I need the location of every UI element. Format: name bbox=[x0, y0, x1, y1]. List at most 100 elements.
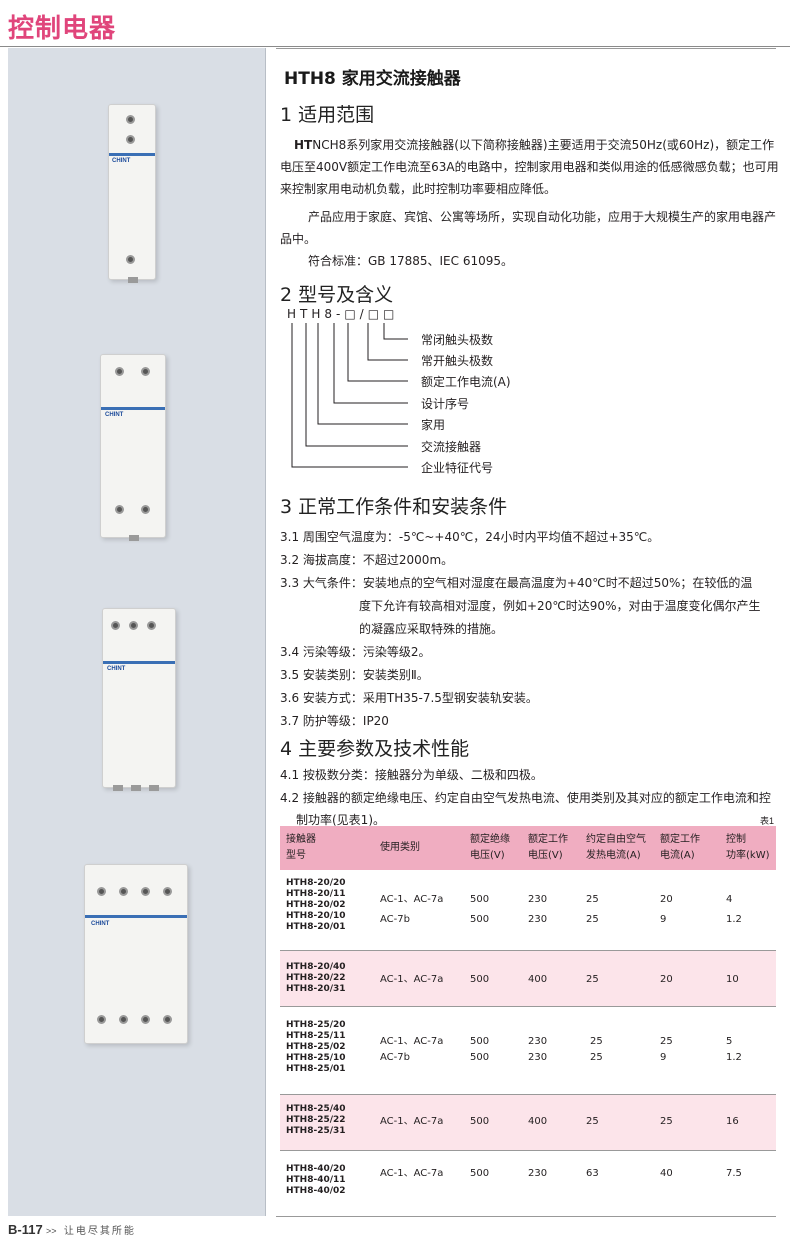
section-heading-2: 2 型号及含义 bbox=[280, 284, 394, 306]
section-1-paragraph-1: HTNCH8系列家用交流接触器(以下简称接触器)主要适用于交流50Hz(或60H… bbox=[280, 134, 780, 200]
table-cell: 500 bbox=[470, 914, 490, 925]
table-cell: 400 bbox=[528, 1116, 548, 1127]
table-model: HTH8-40/20 bbox=[286, 1164, 346, 1174]
table-cell: 500 bbox=[470, 1116, 490, 1127]
table-model: HTH8-25/22 bbox=[286, 1115, 346, 1125]
model-label-company-code: 企业特征代号 bbox=[421, 461, 494, 475]
product-brand-label: CHINT bbox=[105, 412, 124, 418]
table-cell: 16 bbox=[726, 1116, 739, 1127]
condition-3-3: 3.3 大气条件：安装地点的空气相对湿度在最高温度为+40℃时不超过50%；在较… bbox=[280, 576, 753, 590]
brand-prefix: HT bbox=[294, 138, 313, 152]
table-cell: AC-7b bbox=[380, 914, 410, 925]
model-label-nc-poles: 常闭触头极数 bbox=[421, 333, 494, 347]
section-1-paragraph-3: 符合标准：GB 17885、IEC 61095。 bbox=[308, 254, 514, 268]
table-model: HTH8-20/01 bbox=[286, 922, 346, 932]
table-model: HTH8-25/40 bbox=[286, 1104, 346, 1114]
content-top-divider bbox=[276, 48, 776, 49]
section-heading-4: 4 主要参数及技术性能 bbox=[280, 738, 470, 760]
footer-arrows: >> bbox=[46, 1226, 57, 1236]
table-cell: AC-1、AC-7a bbox=[380, 894, 444, 905]
spec-4-1: 4.1 按极数分类：接触器分为单级、二极和四极。 bbox=[280, 768, 543, 782]
table-cell: 500 bbox=[470, 1036, 490, 1047]
condition-3-6: 3.6 安装方式：采用TH35-7.5型钢安装轨安装。 bbox=[280, 691, 538, 705]
table-cell: 40 bbox=[660, 1168, 673, 1179]
table-cell: 25 bbox=[586, 894, 599, 905]
table-cell: 230 bbox=[528, 894, 548, 905]
model-code: HTH8-□/□□ bbox=[287, 307, 399, 321]
table-header-working-voltage: 额定工作 电压(V) bbox=[528, 834, 568, 861]
table-row-divider bbox=[280, 1094, 776, 1095]
model-label-ac-contactor: 交流接触器 bbox=[421, 440, 482, 454]
table-cell: AC-1、AC-7a bbox=[380, 1168, 444, 1179]
table-cell: 63 bbox=[586, 1168, 599, 1179]
doc-title: HTH8 家用交流接触器 bbox=[284, 69, 461, 89]
table-model: HTH8-25/11 bbox=[286, 1031, 346, 1041]
table-group-models: HTH8-25/40 HTH8-25/22 HTH8-25/31 bbox=[286, 1104, 346, 1137]
product-image-panel: CHINT CHINT CHINT CHINT bbox=[8, 48, 266, 1216]
table-cell: 7.5 bbox=[726, 1168, 742, 1179]
product-brand-label: CHINT bbox=[91, 921, 110, 927]
condition-3-7: 3.7 防护等级：IP20 bbox=[280, 714, 389, 728]
table-model: HTH8-25/31 bbox=[286, 1126, 346, 1136]
table-model: HTH8-25/01 bbox=[286, 1064, 346, 1074]
table-header-category: 使用类别 bbox=[380, 842, 420, 853]
table-model: HTH8-20/11 bbox=[286, 889, 346, 899]
table-cell: 500 bbox=[470, 894, 490, 905]
table-cell: 25 bbox=[590, 1036, 603, 1047]
table-model: HTH8-25/20 bbox=[286, 1020, 346, 1030]
product-brand-label: CHINT bbox=[107, 666, 126, 672]
table-cell: 25 bbox=[586, 974, 599, 985]
table-model: HTH8-20/02 bbox=[286, 900, 346, 910]
table-cell: 9 bbox=[660, 914, 667, 925]
product-image-1p: CHINT bbox=[108, 104, 156, 283]
table-group-models: HTH8-40/20 HTH8-40/11 HTH8-40/02 bbox=[286, 1164, 346, 1197]
condition-3-3-cont-1: 度下允许有较高相对湿度，例如+20℃时达90%，对由于温度变化偶尔产生 bbox=[359, 599, 761, 613]
table-cell: 230 bbox=[528, 1036, 548, 1047]
table-cell: 9 bbox=[660, 1052, 667, 1063]
table-cell: 20 bbox=[660, 974, 673, 985]
product-image-4p: CHINT bbox=[84, 864, 188, 1044]
section-heading-3: 3 正常工作条件和安装条件 bbox=[280, 496, 508, 518]
table-model: HTH8-20/10 bbox=[286, 911, 346, 921]
condition-3-5: 3.5 安装类别：安装类别Ⅱ。 bbox=[280, 668, 429, 682]
table-cell: 25 bbox=[590, 1052, 603, 1063]
table-cell: 500 bbox=[470, 1052, 490, 1063]
table-model: HTH8-25/02 bbox=[286, 1042, 346, 1052]
model-label-rated-current: 额定工作电流(A) bbox=[421, 375, 511, 389]
footer-divider bbox=[276, 1216, 776, 1217]
table-cell: 10 bbox=[726, 974, 739, 985]
table-model: HTH8-40/02 bbox=[286, 1186, 346, 1196]
table-cell: 25 bbox=[586, 1116, 599, 1127]
table-cell: AC-1、AC-7a bbox=[380, 974, 444, 985]
product-image-2p: CHINT bbox=[100, 354, 166, 541]
table-row-band bbox=[280, 1094, 776, 1150]
table-cell: 230 bbox=[528, 914, 548, 925]
header-divider bbox=[0, 46, 790, 47]
table-cell: 5 bbox=[726, 1036, 733, 1047]
table-model: HTH8-20/31 bbox=[286, 984, 346, 994]
table-cell: 1.2 bbox=[726, 914, 742, 925]
condition-3-4: 3.4 污染等级：污染等级2。 bbox=[280, 645, 431, 659]
page-number: B-117 bbox=[8, 1222, 43, 1237]
table-model: HTH8-40/11 bbox=[286, 1175, 346, 1185]
table-header-thermal-current: 约定自由空气 发热电流(A) bbox=[586, 834, 646, 861]
table-header-row bbox=[280, 826, 776, 870]
table-cell: 20 bbox=[660, 894, 673, 905]
table-model: HTH8-20/40 bbox=[286, 962, 346, 972]
table-row-divider bbox=[280, 1006, 776, 1007]
table-cell: 25 bbox=[660, 1036, 673, 1047]
table-model: HTH8-25/10 bbox=[286, 1053, 346, 1063]
section-heading-1: 1 适用范围 bbox=[280, 104, 375, 126]
table-cell: 230 bbox=[528, 1168, 548, 1179]
table-group-models: HTH8-25/20 HTH8-25/11 HTH8-25/02 HTH8-25… bbox=[286, 1020, 346, 1075]
table-row-divider bbox=[280, 950, 776, 951]
section-1-paragraph-2: 产品应用于家庭、宾馆、公寓等场所，实现自动化功能，应用于大规模生产的家用电器产品… bbox=[280, 210, 777, 246]
model-label-household: 家用 bbox=[421, 418, 446, 432]
product-brand-label: CHINT bbox=[112, 158, 131, 164]
spec-4-2-cont: 制功率(见表1)。 bbox=[296, 813, 385, 827]
table-header-working-current: 额定工作 电流(A) bbox=[660, 834, 700, 861]
section-1-text-1: NCH8系列家用交流接触器(以下简称接触器)主要适用于交流50Hz(或60Hz)… bbox=[280, 138, 779, 196]
table-cell: AC-1、AC-7a bbox=[380, 1036, 444, 1047]
table-cell: 400 bbox=[528, 974, 548, 985]
condition-3-1: 3.1 周围空气温度为：-5℃~+40℃，24小时内平均值不超过+35℃。 bbox=[280, 530, 660, 544]
